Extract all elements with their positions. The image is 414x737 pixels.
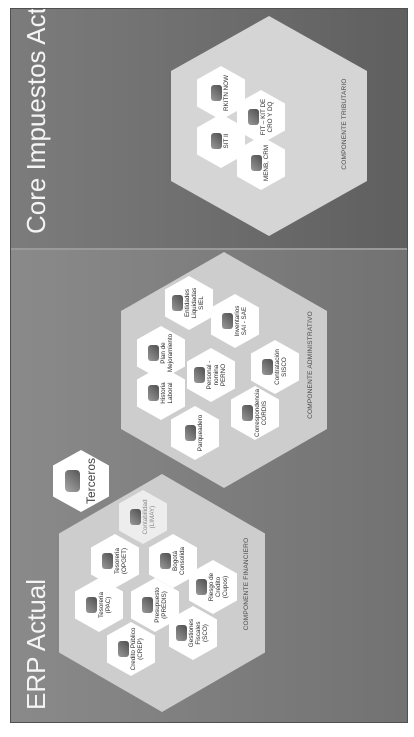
rotated-canvas: ERP Actual Tesoreria (PAC) Tesoreria (OP… — [11, 9, 407, 722]
labor-history-icon — [148, 385, 159, 401]
treasury-icon — [102, 553, 113, 569]
people-icon — [65, 470, 80, 492]
inventory-icon — [222, 313, 233, 329]
tax-system-icon — [211, 133, 222, 149]
entities-icon — [172, 295, 183, 311]
accounting-icon — [130, 509, 141, 525]
core-panel: Core Impuestos Actual SIT II RKITN NOW M… — [11, 8, 407, 250]
risk-icon — [196, 579, 207, 595]
erp-title: ERP Actual — [21, 578, 51, 710]
treasury-icon — [86, 597, 97, 613]
mail-icon — [242, 405, 253, 421]
erp-panel: ERP Actual Tesoreria (PAC) Tesoreria (OP… — [11, 250, 407, 722]
budget-icon — [142, 597, 153, 613]
tax-report-icon — [211, 85, 222, 101]
crm-icon — [251, 155, 262, 171]
core-title: Core Impuestos Actual — [21, 8, 51, 234]
improvement-icon — [148, 345, 159, 361]
money-icon — [118, 641, 129, 657]
fiscal-icon — [176, 625, 187, 641]
kit-icon — [248, 109, 259, 125]
administrativo-caption: COMPONENTE ADMINISTRATIVO — [307, 311, 314, 419]
parking-icon — [185, 425, 196, 441]
contract-icon — [262, 359, 273, 375]
financiero-caption: COMPONENTE FINANCIERO — [243, 537, 250, 631]
payroll-icon — [194, 367, 205, 383]
consolidation-icon — [160, 553, 171, 569]
tributario-caption: COMPONENTE TRIBUTARIO — [341, 78, 348, 170]
diagram-scan: ERP Actual Tesoreria (PAC) Tesoreria (OP… — [10, 8, 408, 723]
terceros-hexagon: Terceros — [53, 450, 109, 512]
